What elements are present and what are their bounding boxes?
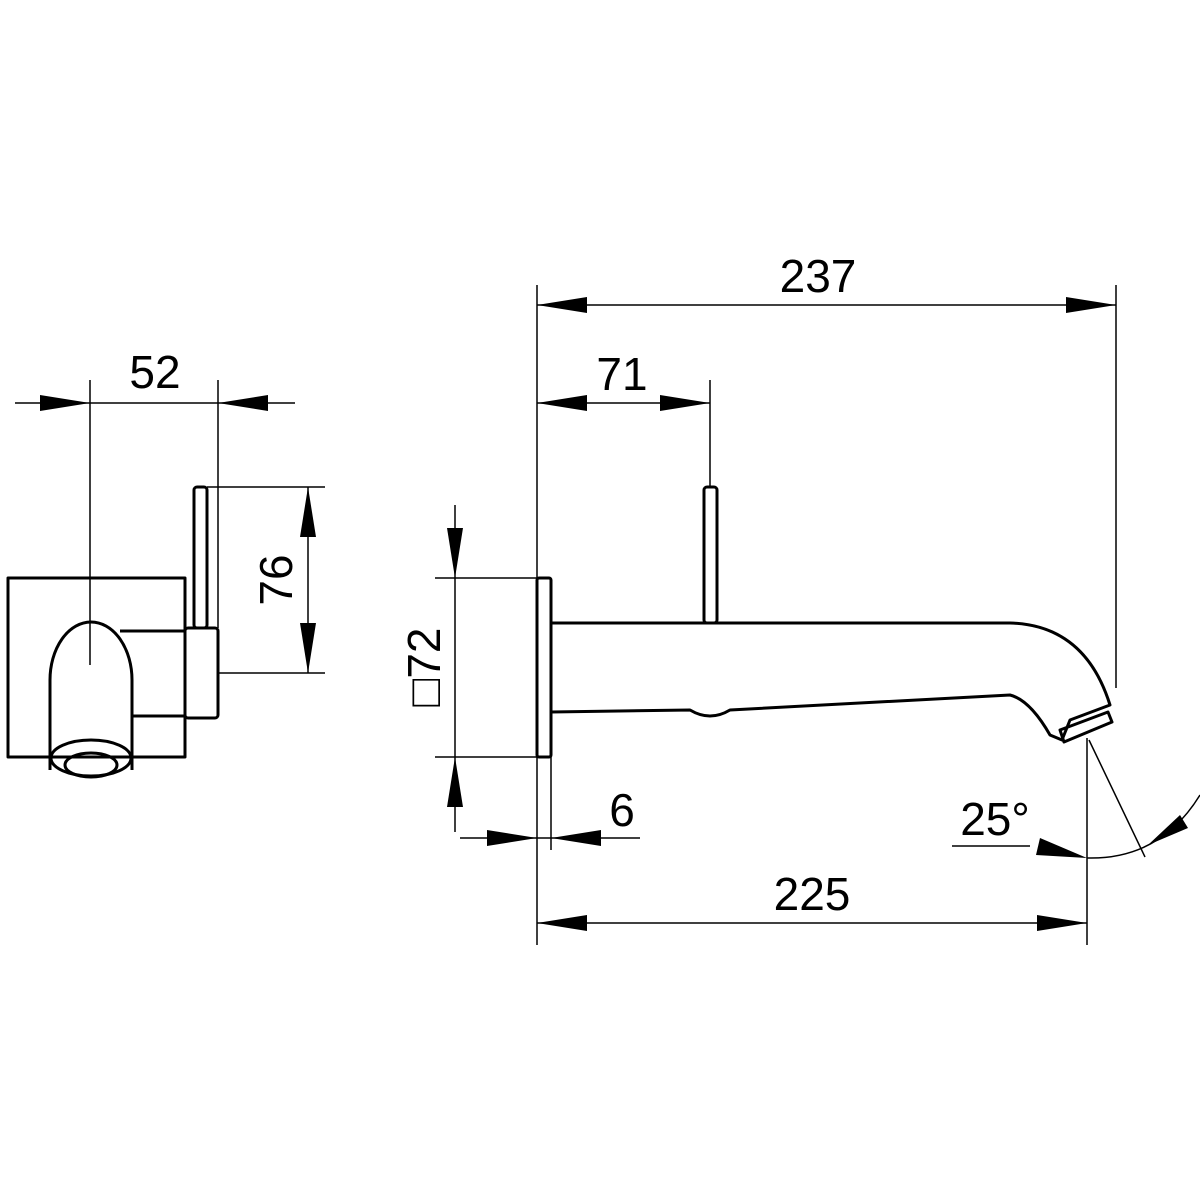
spout-end [48,620,134,770]
arrow-icon [1036,838,1087,858]
arrow-icon [537,915,587,931]
arrow-icon [551,830,601,846]
dim-label-6: 6 [609,784,635,836]
arrow-icon [1148,815,1188,845]
arrow-icon [447,757,463,807]
wall-plate [535,576,553,759]
wall-plate-side [6,576,187,759]
arrow-icon [1037,915,1087,931]
arrow-icon [40,395,90,411]
dim-label-angle: 25° [960,793,1030,845]
arrow-icon [1066,297,1116,313]
arrow-icon [487,830,537,846]
dim-label-76: 76 [250,554,302,605]
arrow-icon [300,487,316,537]
dim-label-72: □72 [398,628,450,707]
arrow-icon [537,297,587,313]
lever-base [183,626,220,720]
lever [702,485,719,625]
dim-label-52: 52 [129,346,180,398]
aerator [1058,710,1114,744]
arrow-icon [447,528,463,578]
spout [550,621,1112,742]
arrow-icon [300,623,316,673]
side-view: 52 76 [6,346,325,779]
front-view: 237 71 □72 6 225 25° [398,250,1200,945]
arrow-icon [537,395,587,411]
arrow-icon [660,395,710,411]
lever [192,485,209,630]
angle-line [1088,739,1146,858]
arrow-icon [218,395,268,411]
aerator-inner [63,751,119,779]
dim-label-225: 225 [774,868,851,920]
dim-label-237: 237 [780,250,857,302]
dim-label-71: 71 [596,348,647,400]
